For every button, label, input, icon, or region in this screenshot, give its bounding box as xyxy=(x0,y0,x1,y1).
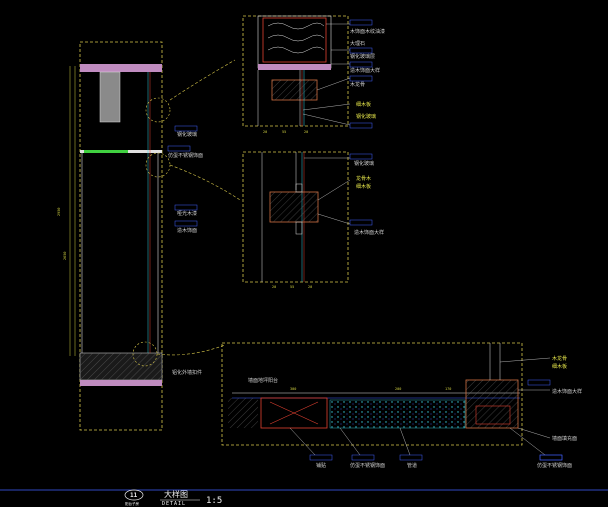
title-scale: 1:5 xyxy=(206,496,222,506)
leader-mid xyxy=(169,164,241,201)
detail-mid-frame xyxy=(242,151,349,283)
bottom-label-3: 管道 xyxy=(407,462,417,469)
label-bottom-note: 铝化外墙扣件 xyxy=(172,369,202,376)
top-leaders xyxy=(302,23,351,126)
floor-hatch xyxy=(80,353,162,380)
mid-label-2: 龙骨木 xyxy=(356,175,371,182)
leader-top xyxy=(169,59,236,101)
callout-circle-top xyxy=(145,97,171,123)
top-label-4: 造木饰面大样 xyxy=(350,67,380,74)
floor-strip xyxy=(80,380,162,386)
detail-top: 20 55 20 木饰面木纹油漆 大理石 钢化玻璃层 造木饰面大样 木龙骨 细木… xyxy=(242,15,385,134)
title-en: DETAIL xyxy=(162,501,186,507)
top-label-3: 钢化玻璃层 xyxy=(350,53,375,60)
top-label-6: 细木板 xyxy=(356,101,371,108)
bottom-right-2: 细木板 xyxy=(552,363,567,370)
title-cn: 大样图 xyxy=(164,489,188,499)
elevation-tag-4: 造木饰面 xyxy=(174,220,198,234)
top-label-5: 木龙骨 xyxy=(350,81,365,88)
leader-bottom xyxy=(156,344,226,356)
detail-top-slab xyxy=(258,64,331,70)
elevation-tag-3: 哑光木漆 xyxy=(174,204,198,217)
dim-bottom-3: 170 xyxy=(445,387,451,391)
top-label-7: 钢化玻璃 xyxy=(356,113,376,120)
top-label-1: 木饰面木纹油漆 xyxy=(350,28,385,35)
bottom-right-3: 造木饰面大样 xyxy=(552,388,582,395)
mid-leaders xyxy=(304,157,351,225)
bottom-label-2: 仿蛋不锈钢饰面 xyxy=(350,462,385,469)
elevation-tag-2: 仿蛋不锈钢饰面 xyxy=(167,145,203,159)
mid-label-4: 造木饰面大样 xyxy=(354,229,384,236)
detail-bottom: 墙面地坪阳台 300 200 170 木龙骨 细木板 造木饰面大样 墙面填充面 … xyxy=(221,342,582,469)
detail-mid: 20 55 20 钢化玻璃 龙骨木 细木板 造木饰面大样 xyxy=(242,151,384,289)
top-label-2: 大理石 xyxy=(350,40,365,47)
top-slab xyxy=(80,64,162,72)
bottom-leaders xyxy=(289,427,411,456)
detail-top-box xyxy=(257,15,332,69)
detail-top-wood-hatch xyxy=(272,80,317,100)
top-tags xyxy=(349,19,373,129)
top-block xyxy=(99,71,121,123)
dim-mid-2: 55 xyxy=(290,285,294,289)
label-grille: 造木饰面 xyxy=(177,227,197,234)
title-code-circle xyxy=(124,489,144,501)
dim-top-2: 55 xyxy=(282,130,286,134)
label-pattern: 仿蛋不锈钢饰面 xyxy=(168,152,203,159)
dim-top-1: 20 xyxy=(263,130,267,134)
elevation-frame xyxy=(79,41,163,431)
bottom-right-4: 墙面填充面 xyxy=(552,435,577,442)
label-glass: 钢化玻璃 xyxy=(177,131,197,138)
bottom-header: 墙面地坪阳台 xyxy=(248,377,278,384)
mid-label-1: 钢化玻璃 xyxy=(354,160,374,167)
title-code-sub: 阳台子房 xyxy=(125,501,139,506)
detail-top-red xyxy=(262,17,327,63)
label-paint: 哑光木漆 xyxy=(177,210,197,217)
gravel-fill xyxy=(329,399,466,429)
wood-grain xyxy=(267,22,325,54)
title-code: 11 xyxy=(130,492,138,499)
detail-bottom-frame xyxy=(221,342,523,446)
drain-box xyxy=(260,397,328,429)
title-block: 11 阳台子房 大样图 DETAIL 1:5 xyxy=(0,489,608,507)
bottom-label-4: 仿蛋不锈钢饰面 xyxy=(537,462,572,469)
dim-top-3: 20 xyxy=(304,130,308,134)
dim-total: 2950 xyxy=(57,208,61,216)
detail-top-frame xyxy=(242,15,349,127)
elevation-view: 2950 2650 钢化玻璃 仿蛋不锈钢饰面 哑光木漆 造木饰面 铝化外墙扣件 xyxy=(57,41,241,431)
dim-bottom-1: 300 xyxy=(290,387,296,391)
dim-mid-3: 20 xyxy=(308,285,312,289)
dim-bottom-2: 200 xyxy=(395,387,401,391)
bottom-label-1: 铺贴 xyxy=(316,462,326,469)
dim-mid-1: 20 xyxy=(272,285,276,289)
bottom-right-leaders xyxy=(499,357,551,456)
shelf-glass xyxy=(84,150,128,153)
elevation-tag-1: 钢化玻璃 xyxy=(174,125,198,138)
mid-tags xyxy=(349,153,373,226)
mid-label-3: 细木板 xyxy=(356,183,371,190)
bottom-right-1: 木龙骨 xyxy=(552,355,567,362)
dim-sub: 2650 xyxy=(63,252,67,260)
bottom-tags xyxy=(309,454,563,461)
